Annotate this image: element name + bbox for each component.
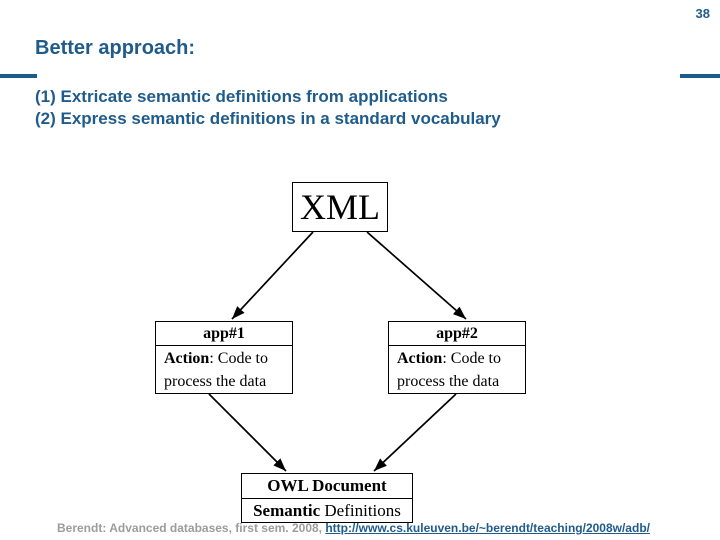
arrow-app1-to-owl (208, 393, 287, 472)
app1-node-title: app#1 (156, 322, 292, 346)
app1-node-body: Action: Code to process the data (156, 346, 292, 393)
owl-node-body: Semantic Definitions (242, 499, 412, 522)
divider-right (680, 74, 720, 78)
owl-body-bold: Semantic (253, 501, 321, 520)
app2-body-line2: process the data (397, 373, 500, 390)
arrow-app2-to-owl (373, 393, 457, 472)
app2-action-label: Action (397, 350, 443, 367)
app1-body-line2: process the data (164, 373, 267, 390)
app2-action-text: : Code to (442, 350, 501, 367)
app1-node: app#1 Action: Code to process the data (155, 321, 293, 394)
footer-credit: Berendt: Advanced databases, first sem. … (57, 521, 326, 535)
body-text: (1) Extricate semantic definitions from … (35, 86, 501, 130)
owl-node-title: OWL Document (242, 474, 412, 499)
app1-action-text: : Code to (209, 350, 268, 367)
xml-node: XML (292, 182, 388, 232)
arrow-xml-to-app1 (231, 231, 314, 320)
page-number: 38 (695, 6, 710, 21)
page-title: Better approach: (35, 37, 196, 59)
footer: Berendt: Advanced databases, first sem. … (57, 521, 650, 535)
app2-node-title: app#2 (389, 322, 525, 346)
app2-node: app#2 Action: Code to process the data (388, 321, 526, 394)
xml-node-label: XML (300, 187, 380, 227)
owl-body-text: Definitions (320, 501, 401, 520)
app1-action-label: Action (164, 350, 210, 367)
owl-node: OWL Document Semantic Definitions (241, 473, 413, 523)
divider-left (0, 74, 37, 78)
app2-node-body: Action: Code to process the data (389, 346, 525, 393)
footer-link[interactable]: http://www.cs.kuleuven.be/~berendt/teach… (325, 521, 650, 535)
body-line-2: (2) Express semantic definitions in a st… (35, 109, 501, 128)
arrow-xml-to-app2 (366, 231, 467, 320)
body-line-1: (1) Extricate semantic definitions from … (35, 87, 448, 106)
